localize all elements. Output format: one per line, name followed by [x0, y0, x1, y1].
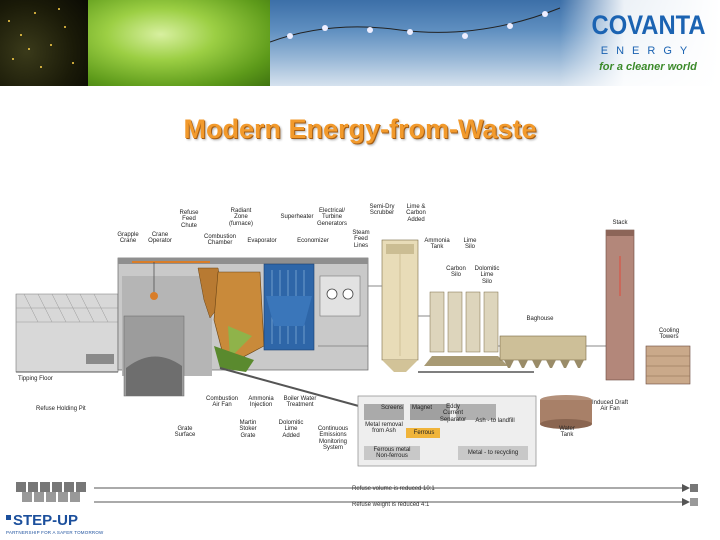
label-dolomitic-lime-silo: Dolomitic Lime Silo — [474, 266, 500, 285]
label-combustion-chamber: Combustion Chamber — [203, 234, 236, 247]
company-logo: COVANTA — [591, 10, 706, 40]
header-banner: COVANTA ENERGY for a cleaner world — [0, 0, 720, 86]
label-lime-carbon-added: Lime & Carbon Added — [406, 204, 426, 223]
step-up-subtitle: PARTNERSHIP FOR A SAFER TOMORROW — [6, 530, 104, 535]
cooling-towers — [645, 345, 691, 385]
reduction-strip: Refuse volume is reduced 10:1 Refuse wei… — [14, 476, 704, 516]
label-tipping-floor: Tipping Floor — [18, 376, 53, 382]
label-martin-stoker-grate: Martin Stoker Grate — [239, 420, 257, 439]
step-up-logo-text: STEP-UP — [13, 512, 79, 529]
label-induced-draft-air-fan: Induced Draft Air Fan — [591, 400, 629, 413]
label-boiler-water-treatment: Boiler Water Treatment — [283, 396, 317, 409]
label-grapple-crane: Grapple Crane — [117, 232, 139, 245]
label-eddy-current-separator: Eddy Current Separator — [439, 404, 467, 423]
main-building — [117, 257, 369, 397]
label-ferrous: Ferrous — [413, 430, 435, 436]
label-screens: Screens — [380, 405, 403, 411]
volume-note: Refuse volume is reduced 10:1 — [352, 486, 435, 492]
metal-recovery-system — [357, 395, 537, 467]
label-refuse-feed-chute: Refuse Feed Chute — [179, 210, 199, 229]
company-tagline: for a cleaner world — [599, 61, 697, 73]
label-combustion-air-fan: Combustion Air Fan — [205, 396, 238, 409]
banner-fade — [560, 0, 720, 86]
label-metal-removal: Metal removal from Ash — [365, 422, 403, 435]
scrubber-tower — [381, 239, 419, 372]
green-leaf-image — [88, 0, 270, 86]
label-radiant-zone: Radiant Zone (furnace) — [228, 208, 253, 227]
label-cooling-towers: Cooling Towers — [658, 328, 680, 341]
label-semi-dry-scrubber: Semi-Dry Scrubber — [369, 204, 395, 217]
label-continuous-emissions: Continuous Emissions Monitoring System — [317, 426, 349, 452]
lightbulb-string-icon — [269, 7, 561, 43]
step-up-mark-icon — [6, 515, 11, 520]
tipping-floor-building — [15, 293, 119, 373]
label-economizer: Economizer — [297, 238, 329, 244]
label-ferrous-metal-non-ferrous: Ferrous metal Non-ferrous — [373, 447, 411, 460]
label-water-tank: Water Tank — [559, 426, 575, 439]
city-lights-image — [0, 0, 88, 86]
label-refuse-holding-pit: Refuse Holding Pit — [36, 406, 86, 412]
label-lime-silo: Lime Silo — [463, 238, 477, 251]
water-tank — [540, 395, 592, 429]
label-metal-to-recycling: Metal - to recycling — [467, 450, 519, 456]
label-electrical-turbine-generators: Electrical/ Turbine Generators — [316, 208, 347, 227]
label-superheater: Superheater — [280, 214, 314, 220]
step-up-logo: STEP-UP — [6, 512, 78, 529]
label-evaporator: Evaporator — [247, 238, 277, 244]
label-crane-operator: Crane Operator — [148, 232, 172, 245]
label-magnet: Magnet — [411, 405, 432, 411]
slide-title: Modern Energy-from-Waste — [183, 114, 537, 144]
label-ammonia-injection: Ammonia Injection — [248, 396, 274, 409]
energy-from-waste-diagram: Refuse Feed Chute Radiant Zone (furnace)… — [14, 196, 714, 486]
label-stack: Stack — [612, 220, 628, 226]
label-grate-surface: Grate Surface — [174, 426, 196, 439]
label-baghouse: Baghouse — [526, 316, 554, 322]
company-division: ENERGY — [600, 45, 696, 57]
silos — [424, 291, 508, 366]
weight-note: Refuse weight is reduced 4:1 — [352, 502, 430, 508]
label-carbon-silo: Carbon Silo — [446, 266, 466, 279]
label-dolomitic-lime-added: Dolomitic Lime Added — [278, 420, 304, 439]
label-ash-to-landfill: Ash - to landfill — [475, 418, 515, 424]
reduction-arrows — [16, 482, 698, 506]
ash-conveyor — [219, 367, 534, 409]
baghouse — [499, 335, 587, 368]
label-ammonia-tank: Ammonia Tank — [424, 238, 450, 251]
plant-illustration — [15, 229, 691, 467]
stack — [605, 229, 635, 381]
label-steam-feed-lines: Steam Feed Lines — [352, 230, 370, 249]
